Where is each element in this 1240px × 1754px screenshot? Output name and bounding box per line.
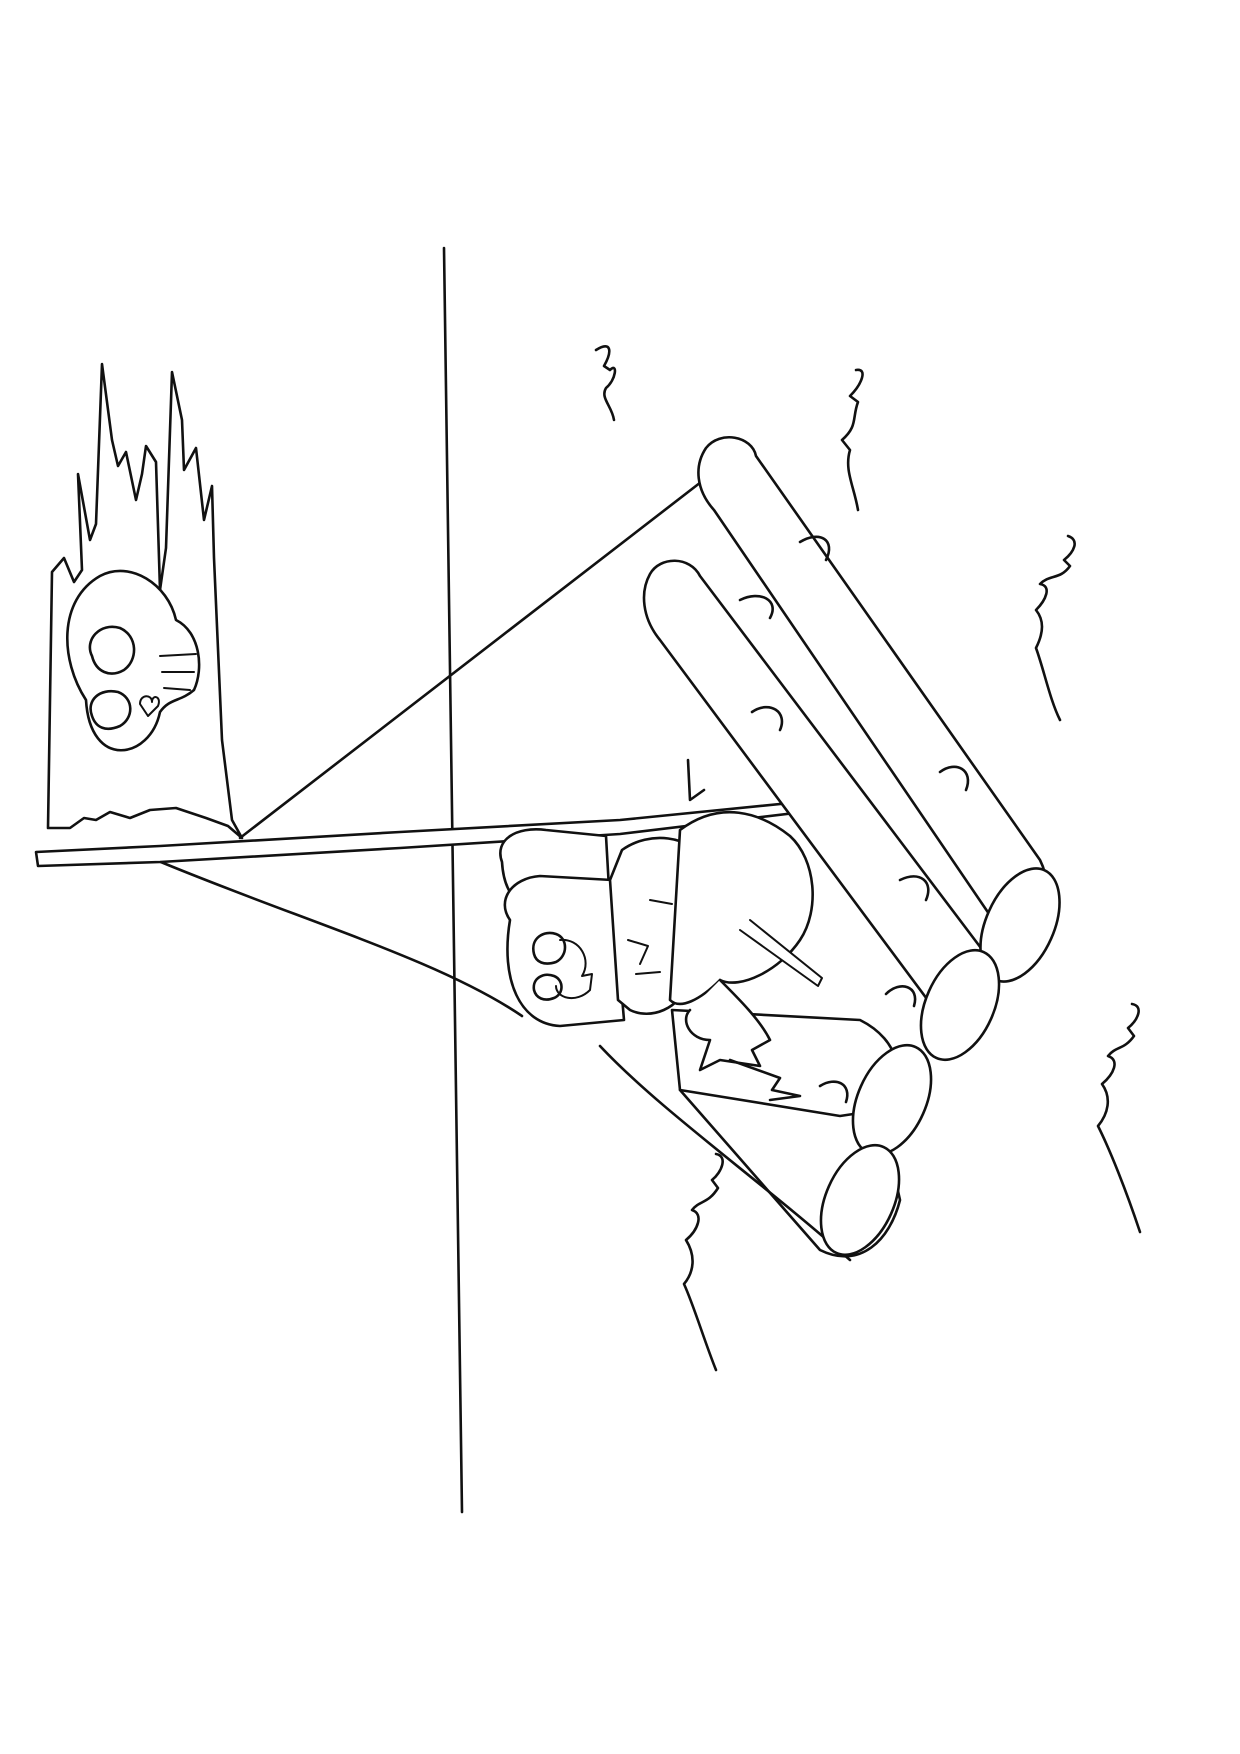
skull-emblem <box>66 569 201 752</box>
raft-logs <box>642 436 1061 1258</box>
pirate-flag <box>46 362 244 840</box>
watermark <box>1190 40 1226 740</box>
castaway <box>499 810 823 1102</box>
horizon-line <box>442 246 464 1514</box>
sail <box>154 470 852 1262</box>
water-waves <box>594 345 1142 1372</box>
